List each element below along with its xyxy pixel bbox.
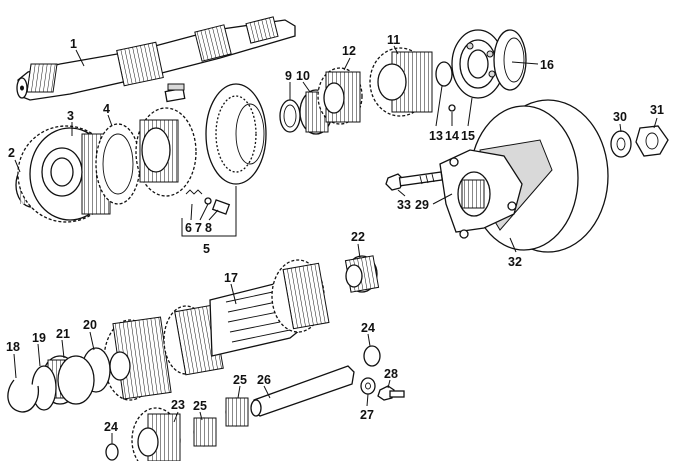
callout-3: 3	[67, 109, 74, 123]
callout-14: 14	[445, 129, 459, 143]
synchro-hub-12	[317, 67, 363, 125]
callout-7: 7	[195, 221, 202, 235]
washer-30	[610, 130, 632, 158]
callout-2: 2	[8, 146, 15, 160]
callout-10: 10	[296, 69, 310, 83]
countershaft-17	[103, 259, 330, 401]
callout-8: 8	[205, 221, 212, 235]
bolt-28	[377, 385, 405, 401]
callout-12: 12	[342, 44, 356, 58]
circlip-24-bottom	[105, 443, 119, 461]
callout-20: 20	[83, 318, 97, 332]
bolt-33	[385, 171, 443, 191]
detent-parts	[185, 189, 231, 215]
circlip-9	[279, 99, 301, 133]
synchro-ring-4	[95, 123, 141, 205]
shift-sleeve	[205, 83, 267, 185]
callout-labels: 1 2 3 4 5 6 7 8 9 10 11 12 13 14 15 16 1…	[6, 33, 664, 434]
circlip-18	[7, 379, 40, 413]
ball-14	[448, 104, 456, 112]
callout-25-right: 25	[233, 373, 247, 387]
callout-18: 18	[6, 340, 20, 354]
callout-32: 32	[508, 255, 522, 269]
callout-28: 28	[384, 367, 398, 381]
callout-17: 17	[224, 271, 238, 285]
leader-lines	[13, 45, 658, 444]
callout-1: 1	[70, 37, 77, 51]
cover-ring-16	[493, 29, 527, 91]
callout-27: 27	[360, 408, 374, 422]
callout-21: 21	[56, 327, 70, 341]
callout-25-left: 25	[193, 399, 207, 413]
callout-23: 23	[171, 398, 185, 412]
circlip-24-top	[363, 345, 381, 367]
reverse-shaft-26	[250, 365, 355, 417]
callout-19: 19	[32, 331, 46, 345]
needle-bearing-22	[344, 255, 380, 293]
ball-bearing-15	[451, 29, 505, 99]
nut-31	[635, 125, 669, 157]
reverse-gear-23	[131, 407, 181, 461]
washer-13	[435, 61, 453, 87]
callout-9: 9	[285, 69, 292, 83]
needle-bearing-25b	[225, 397, 249, 427]
callout-26: 26	[257, 373, 271, 387]
callout-5: 5	[203, 242, 210, 256]
callout-13: 13	[429, 129, 443, 143]
callout-31: 31	[650, 103, 664, 117]
callout-22: 22	[351, 230, 365, 244]
callout-4: 4	[103, 102, 110, 116]
gear-5-hub	[135, 83, 197, 197]
flange-29	[439, 149, 523, 239]
callout-16: 16	[540, 58, 554, 72]
callout-29: 29	[415, 198, 429, 212]
callout-24-bottom: 24	[104, 420, 118, 434]
callout-30: 30	[613, 110, 627, 124]
callout-15: 15	[461, 129, 475, 143]
callout-33: 33	[397, 198, 411, 212]
callout-6: 6	[185, 221, 192, 235]
main-shaft	[16, 16, 296, 101]
callout-11: 11	[387, 33, 400, 47]
washer-27	[360, 377, 376, 395]
gear-11	[369, 47, 433, 117]
callout-24-top: 24	[361, 321, 375, 335]
needle-bearing-25a	[193, 417, 217, 447]
